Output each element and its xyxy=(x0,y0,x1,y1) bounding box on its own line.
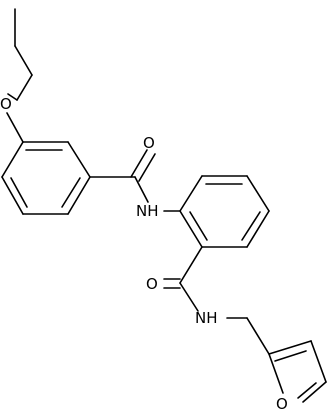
ether-o-bond-lower xyxy=(6,112,24,143)
furan-bond-4 xyxy=(268,353,284,394)
benzoyl-ring-bond-6 xyxy=(1,141,24,178)
ether-o-bond-upper xyxy=(7,93,18,101)
ether-oxygen-label: O xyxy=(0,95,12,113)
carbonyl-top-co-1 xyxy=(130,149,148,178)
benzoyl-ring-bond-2 xyxy=(67,141,91,178)
aniline-ring-bond-4 xyxy=(246,210,270,248)
carbonyl-top-cn xyxy=(134,176,149,203)
aniline-ring-bond-1 xyxy=(179,175,203,212)
furan-bond-1 xyxy=(268,340,312,355)
propyl-bond-2 xyxy=(14,45,33,76)
aniline-ring-bond-6 xyxy=(179,210,203,248)
furan-ring xyxy=(268,340,327,403)
carbonyl-oxygen-top-label: O xyxy=(143,134,155,152)
furan-double-2 xyxy=(297,382,317,399)
benzoyl-ring xyxy=(1,141,91,215)
ch2-to-furan xyxy=(246,317,270,355)
amide-nh-top-label: NH xyxy=(136,202,159,220)
lower-amide xyxy=(163,246,270,355)
propyl-bond-3 xyxy=(16,74,33,101)
benzoyl-ring-bond-5 xyxy=(1,176,24,215)
aniline-ring xyxy=(179,175,270,248)
carbonyl-oxygen-bottom-label: O xyxy=(146,275,158,293)
amide-nh-bottom-label: NH xyxy=(195,309,218,327)
propyl-chain xyxy=(7,8,33,101)
benzoyl-ring-bond-3 xyxy=(67,176,91,215)
carbonyl-bottom-cn xyxy=(179,282,199,312)
furan-oxygen-label: O xyxy=(276,395,288,410)
benzoyl-ring-double-2 xyxy=(61,177,81,208)
aniline-ring-double-2 xyxy=(241,211,261,241)
upper-amide xyxy=(89,149,181,212)
aniline-ring-double-3 xyxy=(189,211,208,241)
aniline-ring-bond-3 xyxy=(246,175,270,212)
ring-to-carbonyl-bottom xyxy=(179,246,203,284)
furan-double-1 xyxy=(274,350,307,362)
benzoyl-ring-double-3 xyxy=(10,177,28,208)
carbonyl-top-co-2 xyxy=(138,153,156,182)
furan-bond-3 xyxy=(302,381,327,403)
furan-bond-2 xyxy=(310,340,327,383)
